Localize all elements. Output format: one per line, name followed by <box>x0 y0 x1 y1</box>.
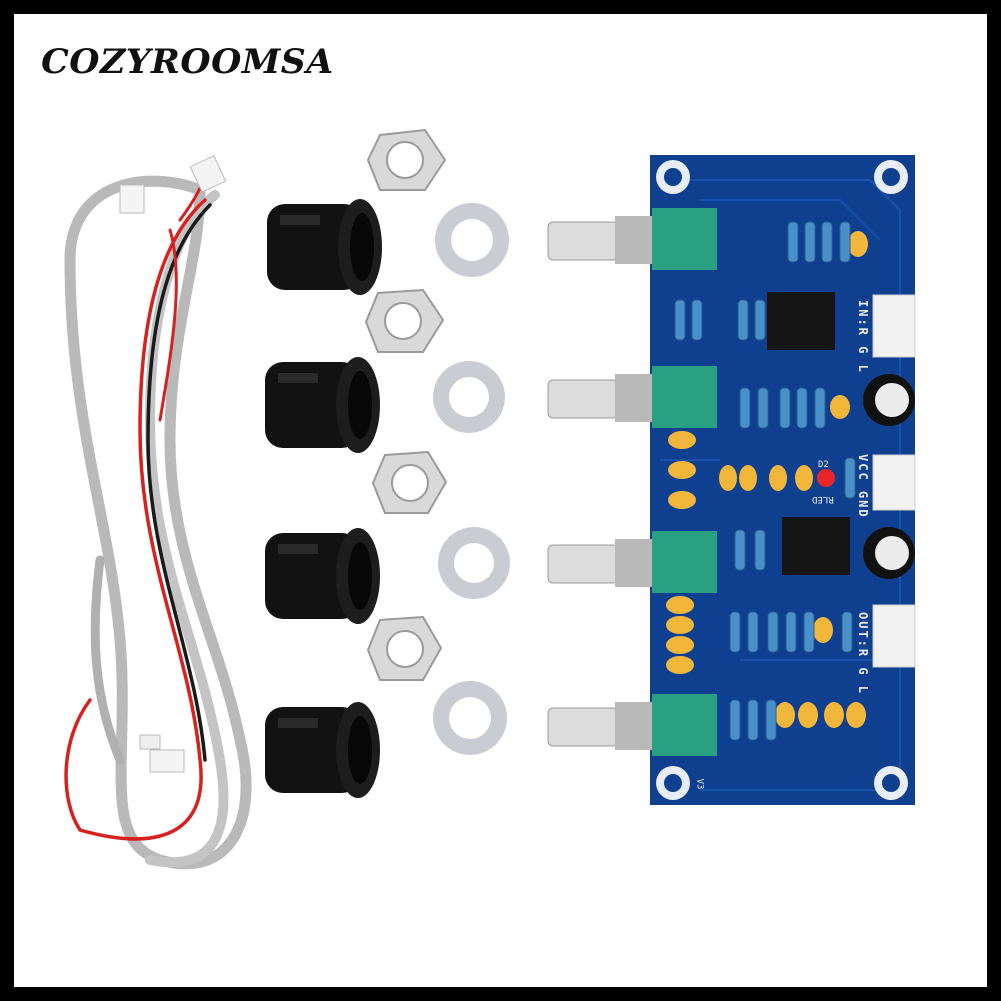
output-label: OUT:R G L <box>856 612 870 696</box>
op-amp-chip-2 <box>782 517 850 575</box>
washer-4 <box>433 681 507 755</box>
version-label: V3 <box>694 778 705 790</box>
knob-4 <box>265 702 380 798</box>
knob-2 <box>265 357 380 453</box>
led-label: D2 <box>818 460 829 470</box>
op-amp-chip-1 <box>767 292 835 350</box>
power-connector <box>872 454 916 511</box>
knob-1 <box>267 199 382 295</box>
product-illustration <box>64 128 916 870</box>
potentiometer-1 <box>547 208 717 270</box>
knob-set <box>265 199 382 798</box>
washer-set <box>433 203 510 755</box>
potentiometer-3 <box>547 531 717 593</box>
knob-3 <box>265 528 380 624</box>
cable-connector-top <box>119 184 145 214</box>
input-connector <box>872 294 916 358</box>
power-label: VCC GND <box>856 454 870 519</box>
potentiometer-4 <box>547 694 717 756</box>
resistors <box>674 221 856 741</box>
product-photo: COZYROOMSA <box>14 14 987 987</box>
washer-2 <box>433 361 505 433</box>
input-label: IN:R G L <box>856 300 870 374</box>
cable-assembly <box>64 163 252 870</box>
cable-connector-bottom <box>149 749 185 773</box>
washer-3 <box>438 527 510 599</box>
ceramic-capacitors <box>666 231 868 728</box>
electrolytic-capacitor-1 <box>863 374 915 426</box>
brand-watermark: COZYROOMSA <box>41 42 334 82</box>
hex-nut-set <box>364 128 448 681</box>
hex-nut-4 <box>366 615 443 681</box>
led-ref-label: RLED <box>812 494 834 504</box>
hex-nut-1 <box>366 128 447 191</box>
potentiometer-2 <box>547 366 717 428</box>
hex-nut-2 <box>364 288 445 353</box>
hex-nut-3 <box>371 450 448 514</box>
cable-connector-top-2 <box>189 155 227 193</box>
led-d2 <box>817 469 835 487</box>
pcb-board <box>547 155 916 805</box>
washer-1 <box>435 203 509 277</box>
cable-connector-bottom-2 <box>139 734 161 750</box>
output-connector <box>872 604 916 668</box>
electrolytic-capacitor-2 <box>863 527 915 579</box>
